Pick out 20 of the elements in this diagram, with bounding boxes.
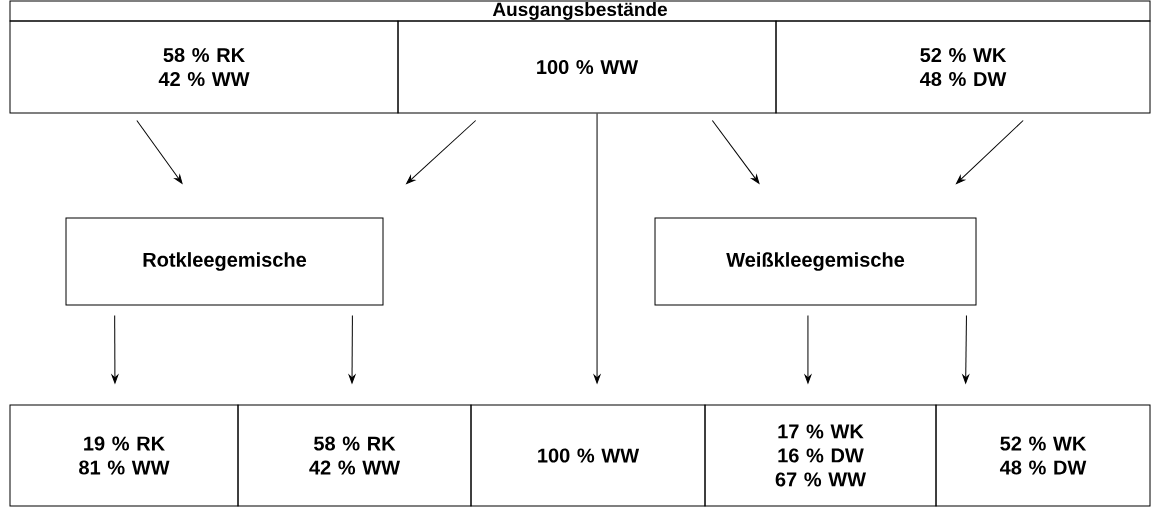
arrow bbox=[956, 120, 1024, 184]
table-cell: 52 % WK 48 % DW bbox=[775, 20, 1151, 114]
arrow bbox=[711, 120, 760, 184]
arrow bbox=[804, 315, 812, 384]
table-cell: 19 % RK 81 % WW bbox=[9, 404, 239, 507]
table-cell: 100 % WW bbox=[397, 20, 777, 114]
table-cell: 100 % WW bbox=[470, 404, 706, 507]
process-box: Rotkleegemische bbox=[65, 217, 384, 306]
process-box: Weißkleegemische bbox=[654, 217, 977, 306]
arrow bbox=[111, 315, 119, 384]
table-cell: 58 % RK 42 % WW bbox=[9, 20, 399, 114]
header-cell: Ausgangsbestände bbox=[9, 0, 1151, 22]
arrow bbox=[406, 120, 477, 184]
table-cell: 52 % WK 48 % DW bbox=[935, 404, 1151, 507]
table-cell: 58 % RK 42 % WW bbox=[237, 404, 472, 507]
arrow bbox=[962, 315, 970, 384]
arrow bbox=[348, 315, 356, 384]
arrow bbox=[136, 120, 183, 184]
table-cell: 17 % WK 16 % DW 67 % WW bbox=[704, 404, 937, 507]
arrow bbox=[593, 113, 601, 384]
